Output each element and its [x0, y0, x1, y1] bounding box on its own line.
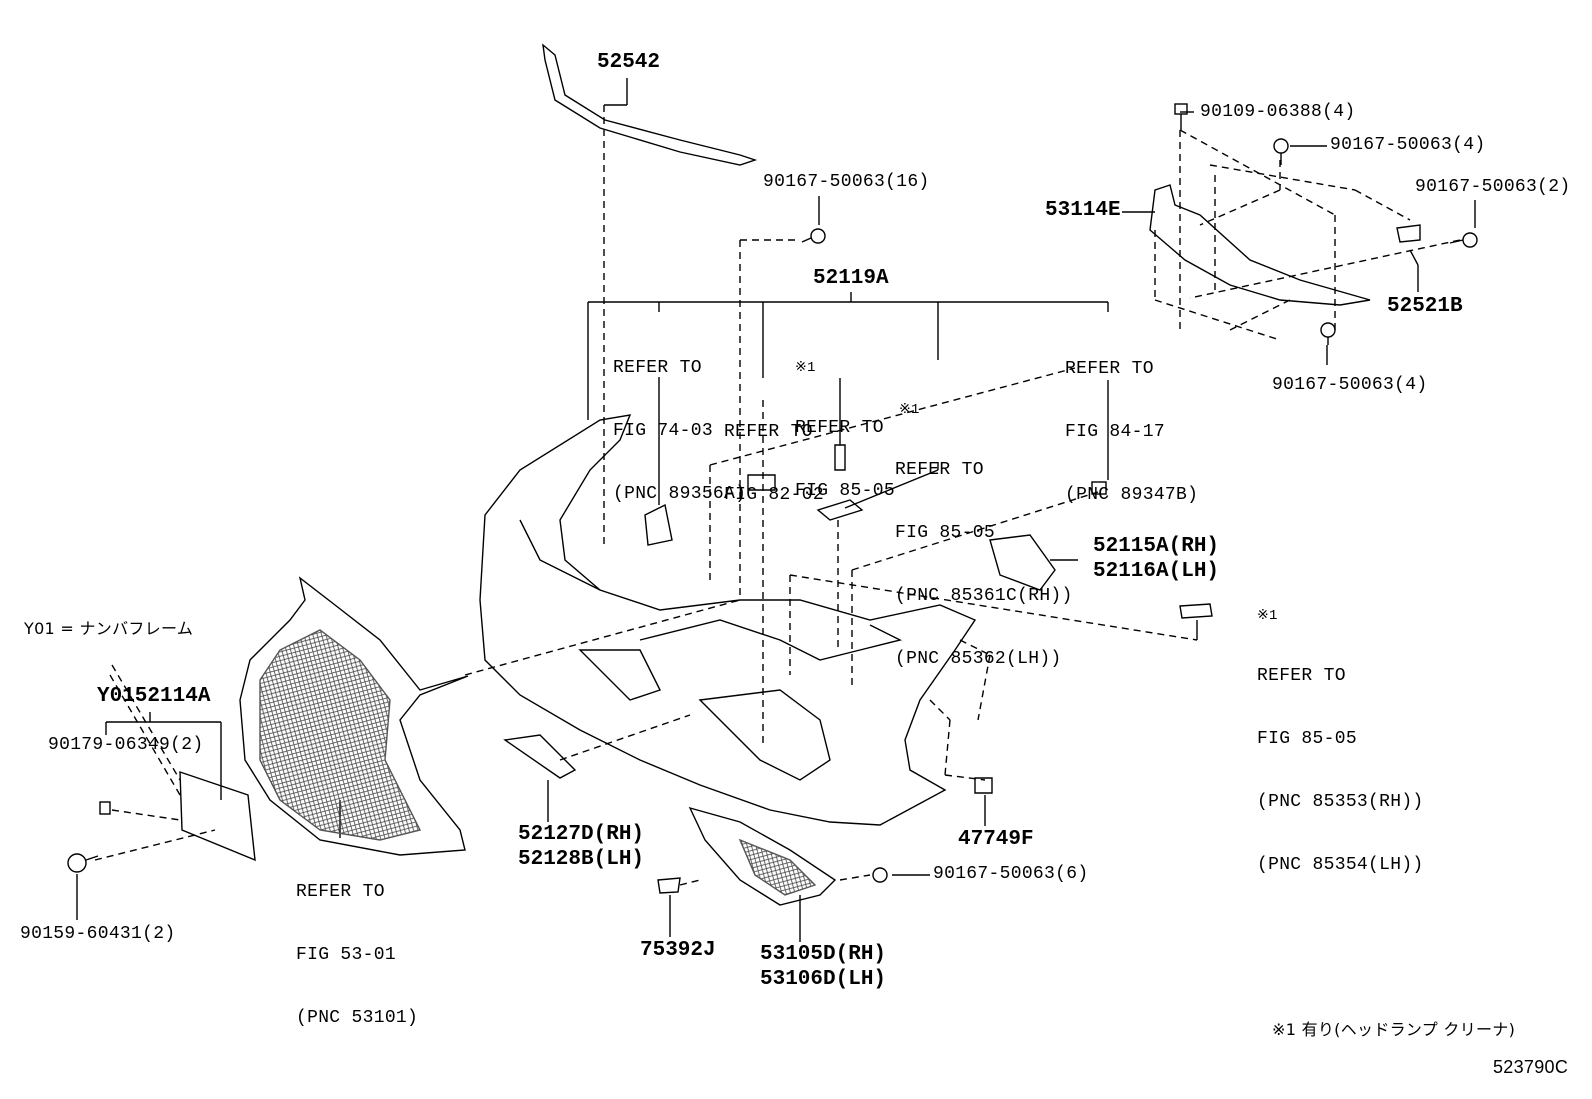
ref-line: (PNC 85354(LH)) — [1257, 855, 1424, 875]
refer-fig-85-05-a: ※1 REFER TO FIG 85-05 — [795, 318, 895, 523]
ref-line: (PNC 85361C(RH)) — [895, 586, 1073, 606]
ref-line: FIG 85-05 — [895, 523, 995, 543]
part-53114E-retainer — [1149, 184, 1371, 306]
part-label-52116A: 52116A(LH) — [1093, 560, 1220, 583]
leader-lines — [76, 78, 1476, 942]
ref-line: REFER TO — [296, 882, 385, 902]
part-grille — [239, 576, 469, 856]
ref-line: (PNC 85353(RH)) — [1257, 792, 1424, 812]
refer-fig-82-02: REFER TO FIG 82-02 — [724, 380, 824, 527]
part-label-90109-06388: 90109-06388(4) — [1200, 102, 1356, 122]
ref-note-mark: ※1 — [795, 360, 816, 376]
part-label-90167-50063-2: 90167-50063(2) — [1415, 177, 1571, 197]
ref-line: REFER TO — [795, 418, 884, 438]
ref-line: REFER TO — [724, 422, 813, 442]
part-license-bracket — [179, 771, 256, 862]
part-label-52119A: 52119A — [813, 267, 889, 290]
refer-fig-74-03: REFER TO FIG 74-03 (PNC 89356A) — [613, 316, 746, 526]
part-label-90167-50063-4b: 90167-50063(4) — [1272, 375, 1428, 395]
ref-line: REFER TO — [613, 358, 702, 378]
ref-line: FIG 82-02 — [724, 485, 824, 505]
part-label-52115A: 52115A(RH) — [1093, 535, 1220, 558]
part-label-90167-50063-6: 90167-50063(6) — [933, 864, 1089, 884]
ref-line: FIG 53-01 — [296, 945, 396, 965]
ref-line: (PNC 53101) — [296, 1008, 419, 1028]
ref-note-mark: ※1 — [899, 402, 920, 418]
refer-fig-85-05-b: ※1 REFER TO FIG 85-05 (PNC 85361C(RH)) (… — [895, 360, 1073, 691]
part-label-53114E: 53114E — [1045, 199, 1121, 222]
part-label-53105D: 53105D(RH) — [760, 943, 887, 966]
ref-line: FIG 85-05 — [795, 481, 895, 501]
ref-note-mark: ※1 — [1257, 608, 1278, 624]
ref-line: (PNC 89356A) — [613, 484, 747, 504]
ref-line: (PNC 85362(LH)) — [895, 649, 1062, 669]
part-52119A-bumper-cover — [479, 414, 977, 826]
part-label-90167-50063-16: 90167-50063(16) — [763, 172, 930, 192]
ref-line: FIG 84-17 — [1065, 422, 1165, 442]
ref-line: FIG 74-03 — [613, 421, 713, 441]
fastener-icons — [503, 103, 1478, 894]
ref-line: FIG 85-05 — [1257, 729, 1357, 749]
ref-line: REFER TO — [895, 460, 984, 480]
part-label-47749F: 47749F — [958, 828, 1034, 851]
part-label-52542: 52542 — [597, 51, 661, 74]
ref-line: REFER TO — [1257, 666, 1346, 686]
footnote: ※1 有り(ヘッドランプ クリーナ) — [1272, 1020, 1516, 1039]
refer-fig-84-17: REFER TO FIG 84-17 (PNC 89347B) — [1065, 317, 1198, 527]
part-label-90159-60431: 90159-60431(2) — [20, 924, 176, 944]
part-label-Y0152114A: Y0152114A — [97, 685, 211, 708]
part-53105D-fog-cover — [688, 806, 837, 906]
refer-fig-85-05-c: ※1 REFER TO FIG 85-05 (PNC 85353(RH)) (P… — [1257, 566, 1424, 897]
diagram-id: 523790C — [1493, 1057, 1569, 1077]
part-label-52521B: 52521B — [1387, 295, 1463, 318]
part-label-75392J: 75392J — [640, 939, 716, 962]
ref-line: REFER TO — [1065, 359, 1154, 379]
part-label-53106D: 53106D(LH) — [760, 968, 887, 991]
ref-line: (PNC 89347B) — [1065, 485, 1199, 505]
part-label-52128B: 52128B(LH) — [518, 848, 645, 871]
part-label-90179-06349: 90179-06349(2) — [48, 735, 204, 755]
dashed-assembly-lines — [94, 105, 1461, 886]
part-52521B — [1396, 224, 1421, 243]
refer-fig-53-01: REFER TO FIG 53-01 (PNC 53101) — [296, 840, 418, 1050]
part-label-52127D: 52127D(RH) — [518, 823, 645, 846]
part-52542-strip — [542, 43, 758, 166]
part-label-90167-50063-4a: 90167-50063(4) — [1330, 135, 1486, 155]
legend-y01: Y01 = ナンバフレーム — [24, 619, 194, 638]
